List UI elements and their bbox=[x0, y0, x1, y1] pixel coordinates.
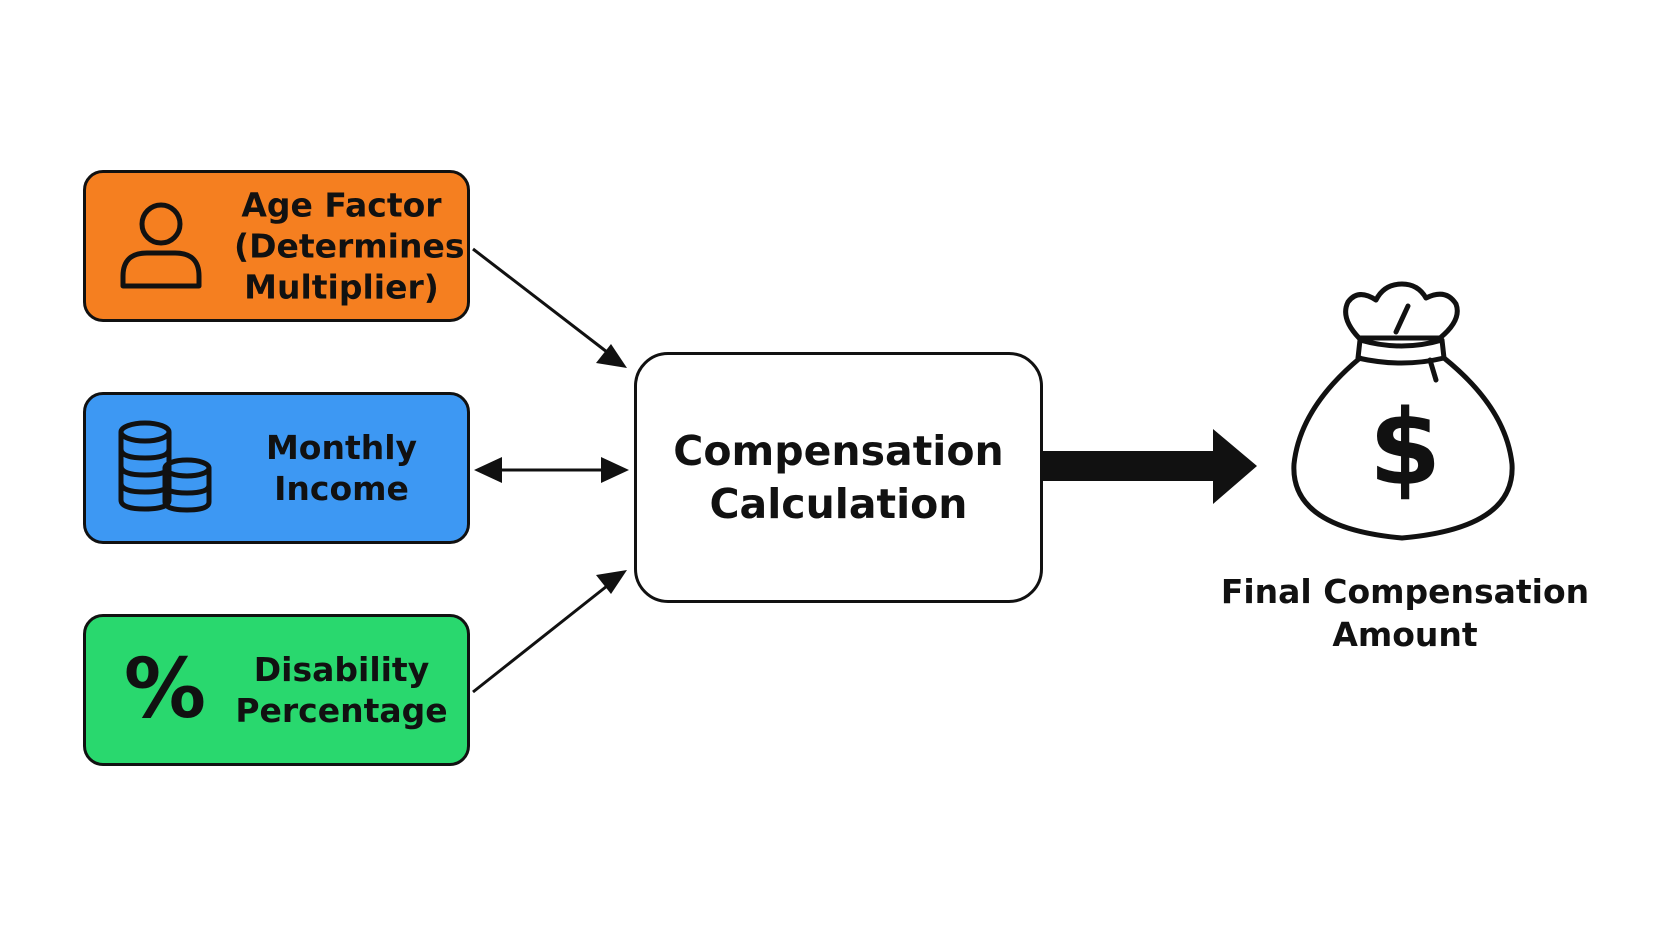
disability-percentage-line: Percentage bbox=[235, 691, 448, 730]
compensation-calculation-label: Compensation Calculation bbox=[637, 425, 1040, 531]
final-compensation-line: Final Compensation bbox=[1220, 572, 1590, 611]
age-factor-line: Multiplier) bbox=[244, 267, 439, 307]
compensation-calculation-line: Calculation bbox=[709, 479, 968, 528]
percent-icon: % bbox=[110, 635, 220, 745]
monthly-income-line: Income bbox=[274, 469, 409, 508]
age-factor-label: Age Factor (Determines Multiplier) bbox=[234, 185, 465, 308]
dollar-sign: $ bbox=[1368, 387, 1442, 509]
age-factor-box: Age Factor (Determines Multiplier) bbox=[83, 170, 470, 322]
money-bag-icon: $ bbox=[1280, 278, 1530, 554]
monthly-income-box: Monthly Income bbox=[83, 392, 470, 544]
compensation-calculation-line: Compensation bbox=[673, 426, 1004, 475]
final-compensation-label: Final Compensation Amount bbox=[1205, 570, 1605, 656]
compensation-calculation-box: Compensation Calculation bbox=[634, 352, 1043, 603]
disability-percentage-box: % Disability Percentage bbox=[83, 614, 470, 766]
age-factor-line: (Determines bbox=[234, 226, 465, 266]
disability-percentage-line: Disability bbox=[253, 650, 430, 689]
monthly-income-label: Monthly Income bbox=[234, 427, 449, 509]
coins-stack-icon bbox=[110, 413, 220, 523]
arrow-income-to-calculation bbox=[474, 457, 629, 483]
final-compensation-line: Amount bbox=[1332, 615, 1478, 654]
arrow-disability-to-calculation bbox=[472, 570, 627, 694]
arrow-age-to-calculation bbox=[472, 247, 627, 368]
monthly-income-line: Monthly bbox=[265, 428, 418, 467]
person-icon bbox=[110, 191, 220, 301]
disability-percentage-label: Disability Percentage bbox=[234, 649, 449, 731]
age-factor-line: Age Factor bbox=[241, 185, 442, 225]
arrow-calculation-to-result bbox=[1043, 429, 1257, 504]
percent-glyph: % bbox=[123, 642, 207, 737]
